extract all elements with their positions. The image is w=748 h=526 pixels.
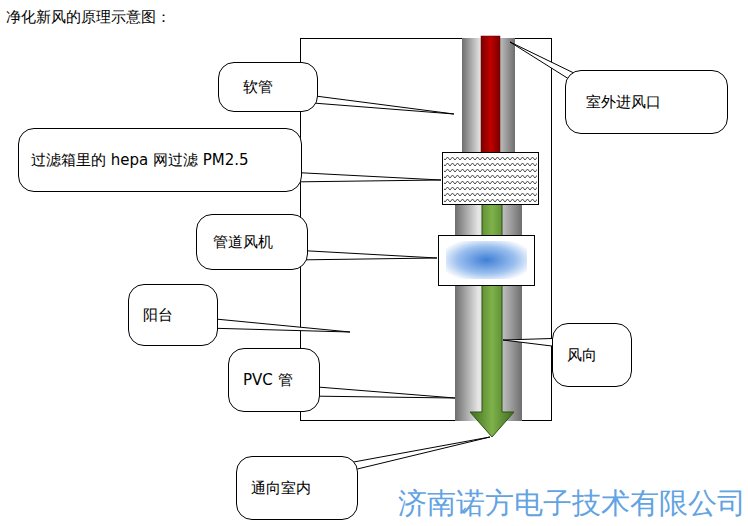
callout-bubble: 风向	[552, 323, 632, 387]
callout-tail	[300, 94, 454, 114]
callout-bubble: 过滤箱里的 hepa 网过滤 PM2.5	[18, 128, 302, 192]
callout-text: 通向室内	[251, 479, 311, 498]
callout-text: 阳台	[143, 306, 173, 325]
balcony-outline	[301, 39, 552, 421]
callout-bubble: 软管	[218, 62, 318, 112]
callout-bubble: 通向室内	[236, 456, 358, 520]
callout-text: 风向	[567, 346, 597, 365]
callout-text: 过滤箱里的 hepa 网过滤 PM2.5	[31, 151, 249, 170]
callout-bubble: 室外进风口	[565, 70, 728, 134]
callout-tail	[292, 250, 437, 260]
callout-tail	[286, 172, 441, 182]
diagram-title: 净化新风的原理示意图：	[6, 8, 171, 27]
outdoor-air-flow	[481, 36, 500, 154]
callout-bubble: PVC 管	[228, 348, 320, 412]
callout-text: 软管	[243, 78, 273, 97]
callout-tail	[205, 318, 350, 332]
filter-mesh	[444, 154, 537, 203]
fan-core	[446, 241, 527, 279]
watermark: 济南诺方电子技术有限公司	[398, 484, 746, 524]
callout-bubble: 管道风机	[196, 214, 308, 270]
callout-tail	[305, 386, 455, 398]
callout-bubble: 阳台	[128, 284, 218, 346]
duct-fan	[439, 236, 535, 286]
callout-text: 室外进风口	[586, 93, 661, 112]
callout-text: PVC 管	[243, 371, 293, 390]
callout-text: 管道风机	[213, 233, 273, 252]
filter-box	[443, 153, 539, 205]
